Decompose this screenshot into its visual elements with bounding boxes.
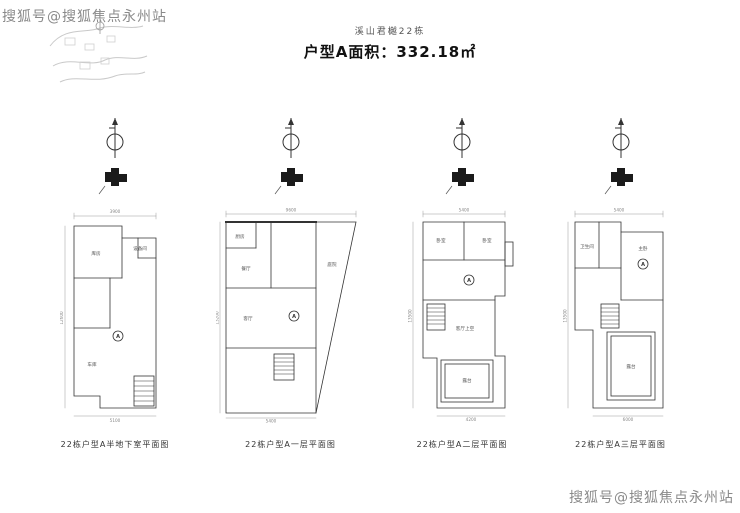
dim-label: 13500: [563, 309, 568, 323]
room-label: 餐厅: [241, 265, 251, 272]
plan-caption: 22栋户型A三层平面图: [575, 440, 666, 449]
key-plan-icon: [98, 168, 127, 195]
site-sketch-map: [49, 18, 148, 83]
plan-column-floor3: 5400 13500 6000 A 卫生间 主卧 露台 22栋户型A三层平面图: [548, 116, 693, 450]
plan-caption: 22栋户型A半地下室平面图: [60, 440, 170, 449]
plan-caption: 22栋户型A二层平面图: [416, 440, 508, 449]
plan-column-floor1: 9600 13200 5400 A 厨房 餐厅 客厅 庭院: [213, 116, 368, 450]
project-name: 溪山君樾22栋: [354, 27, 426, 37]
dim-label: 5100: [110, 418, 121, 423]
room-label: 卧室: [436, 237, 446, 244]
watermark-bottom-right: 搜狐号@搜狐焦点永州站: [569, 490, 734, 506]
room-label: 主卧: [638, 245, 648, 252]
room-label: 库房: [91, 250, 101, 257]
key-plan-icon: [604, 168, 633, 195]
north-compass-icon: [282, 118, 299, 158]
room-label: 车库: [87, 361, 97, 368]
floorplan-basement: 3900 12600 5100 A 库房 设备间 车库: [60, 209, 157, 423]
plan-mark: A: [467, 278, 471, 284]
floorplan-floor3: 5400 13500 6000 A 卫生间 主卧 露台: [563, 208, 664, 422]
plan-mark: A: [292, 314, 296, 320]
dim-label: 4200: [466, 417, 477, 422]
north-compass-icon: [612, 118, 629, 158]
floorplan-floor1: 9600 13200 5400 A 厨房 餐厅 客厅 庭院: [216, 208, 356, 424]
dim-label: 9600: [285, 208, 296, 213]
dim-label: 5400: [459, 208, 470, 213]
dim-label: 5400: [614, 208, 625, 213]
plan-caption: 22栋户型A一层平面图: [245, 440, 336, 449]
key-plan-icon: [445, 168, 474, 195]
north-compass-icon: [453, 118, 471, 158]
room-label: 厨房: [235, 233, 245, 240]
room-label: 露台: [462, 377, 472, 384]
unit-area-title: 户型A面积：332.18㎡: [303, 43, 477, 61]
north-compass-icon: [106, 118, 124, 158]
room-label: 露台: [626, 363, 636, 370]
room-label: 庭院: [327, 261, 337, 268]
key-plan-icon: [274, 168, 303, 195]
plan-column-floor2: 5400 13500 4200 A 卧室 卧室 客厅上空 露台 22栋户型: [392, 116, 532, 450]
title-block: 溪山君樾22栋 户型A面积：332.18㎡: [270, 24, 510, 62]
plan-column-basement: 3900 12600 5100 A 库房 设备间 车库 22栋户型A半地下室平面…: [40, 116, 190, 450]
dim-label: 13500: [408, 309, 413, 323]
room-label: 卫生间: [580, 243, 594, 250]
room-label: 设备间: [133, 245, 147, 252]
room-label: 卧室: [482, 237, 492, 244]
dim-label: 13200: [216, 311, 220, 325]
dim-label: 6000: [623, 417, 634, 422]
room-label: 客厅上空: [456, 325, 475, 332]
watermark-top-left: 搜狐号@搜狐焦点永州站: [2, 9, 167, 25]
plan-mark: A: [641, 262, 645, 268]
plan-mark: A: [116, 334, 120, 340]
dim-label: 3900: [110, 209, 121, 214]
room-label: 客厅: [243, 315, 253, 322]
dim-label: 5400: [265, 419, 276, 424]
sketch-compass-icon: [95, 18, 105, 34]
dim-label: 12600: [60, 311, 64, 325]
floorplan-floor2: 5400 13500 4200 A 卧室 卧室 客厅上空 露台: [408, 208, 514, 422]
